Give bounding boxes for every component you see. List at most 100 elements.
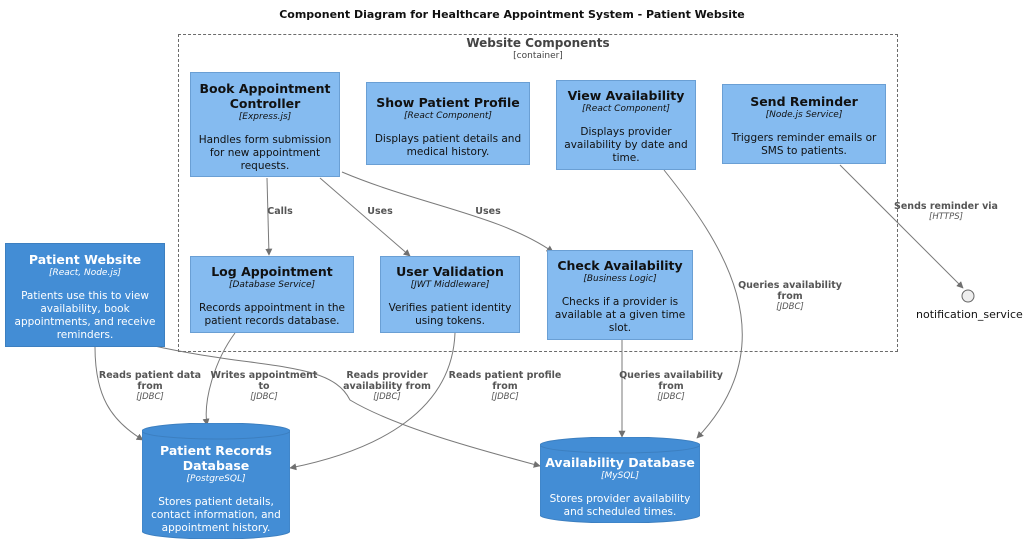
edge-uses-validation [319,177,411,257]
edge-label-reads-patient: Reads patient data from [JDBC] [90,370,210,403]
desc-line: SMS to patients. [761,145,847,157]
edge-label-text: from [658,381,684,392]
component-check-availability[interactable]: Check Availability [Business Logic] Chec… [547,250,693,340]
desc-line: patient records database. [204,315,340,327]
edge-label-tech: [JDBC] [657,392,685,402]
database-availability[interactable]: Availability Database [MySQL] Stores pro… [540,437,700,523]
component-tech: [Node.js Service] [765,110,843,120]
component-name: Send Reminder [750,94,858,109]
container-tech: [React, Node.js] [48,268,122,278]
edge-label-tech: [JDBC] [250,392,278,402]
desc-line: Stores provider availability [549,493,691,505]
desc-line: appointments, and receive [14,316,156,328]
component-tech: [JWT Middleware] [410,280,490,290]
edge-label-text: from [777,291,803,302]
component-book-appointment-controller[interactable]: Book Appointment Controller [Express.js]… [190,72,340,177]
component-name: Show Patient Profile [376,95,520,110]
component-user-validation[interactable]: User Validation [JWT Middleware] Verifie… [380,256,520,333]
container-patient-website[interactable]: Patient Website [React, Node.js] Patient… [5,243,165,347]
desc-line: availability by date and [564,139,688,151]
desc-line: using tokens. [415,315,485,327]
component-name: View Availability [567,88,685,103]
edge-label-text: Reads patient data [98,370,202,381]
edge-label-text: Uses [367,206,393,217]
edge-label-text: from [492,381,518,392]
desc-line: appointment history. [161,522,271,534]
edge-label-tech: [JDBC] [373,392,401,402]
edge-label-text: Reads patient profile [448,370,562,381]
database-cylinder-shape [540,437,700,523]
desc-line: availability, book [40,303,130,315]
desc-line: Records appointment in the [199,302,345,314]
desc-line: Handles form submission [198,134,332,146]
database-patient-records[interactable]: Patient Records Database [PostgreSQL] St… [142,423,290,539]
component-show-patient-profile[interactable]: Show Patient Profile [React Component] D… [366,82,530,165]
edge-label-tech: [HTTPS] [929,212,963,222]
database-name: Patient Records [160,443,272,458]
edge-label-writes-appointment: Writes appointment to [JDBC] [206,370,322,403]
database-name: Availability Database [545,455,695,470]
desc-line: contact information, and [151,509,281,521]
edge-label-text: availability from [343,381,431,392]
database-name: Database [182,458,250,473]
component-name: Log Appointment [211,264,333,279]
database-description: Stores patient details, contact informat… [142,496,290,535]
component-tech: [Express.js] [238,112,292,122]
component-name: Controller [229,96,301,111]
component-description: Checks if a provider is available at a g… [554,296,686,335]
component-description: Displays provider availability by date a… [563,126,689,165]
desc-line: medical history. [406,146,490,158]
desc-line: and scheduled times. [563,506,677,518]
container-description: Patients use this to view availability, … [12,290,158,342]
boundary-title: Website Components [466,36,610,50]
desc-line: reminders. [56,329,114,341]
edge-label-calls: Calls [258,206,302,217]
edge-label-reads-provider: Reads provider availability from [JDBC] [332,370,442,403]
desc-line: Displays provider [580,126,672,138]
website-components-boundary [178,34,898,352]
edge-reads-patient [94,346,144,441]
component-description: Verifies patient identity using tokens. [387,302,513,328]
component-log-appointment[interactable]: Log Appointment [Database Service] Recor… [190,256,354,333]
edge-label-text: Queries availability [738,280,842,291]
edge-label-tech: [JDBC] [491,392,519,402]
notification-service-label: notification_service [916,308,1023,321]
edge-writes-appointment [202,332,236,426]
component-description: Triggers reminder emails or SMS to patie… [729,132,879,158]
desc-line: Stores patient details, [158,496,274,508]
boundary-type: [container] [513,51,563,61]
desc-line: for new appointment [209,147,321,159]
edge-label-uses: Uses [466,206,510,217]
edge-label-text: to [258,381,270,392]
component-tech: [React Component] [404,111,492,121]
component-tech: [Business Logic] [583,274,657,284]
desc-line: Verifies patient identity [388,302,512,314]
diagram-title: Component Diagram for Healthcare Appoint… [279,8,745,21]
component-description: Records appointment in the patient recor… [197,302,347,328]
component-tech: [React Component] [582,104,670,114]
component-send-reminder[interactable]: Send Reminder [Node.js Service] Triggers… [722,84,886,164]
edge-label-text: Sends reminder via [894,201,998,212]
edge-label-reads-profile: Reads patient profile from [JDBC] [444,370,566,403]
edge-label-tech: [JDBC] [136,392,164,402]
desc-line: requests. [240,160,290,172]
notification-service-node-icon [961,289,975,303]
desc-line: available at a given time [554,309,686,321]
edge-reads-provider [149,344,541,468]
component-tech: [Database Service] [228,280,316,290]
desc-line: Patients use this to view [21,290,149,302]
component-view-availability[interactable]: View Availability [React Component] Disp… [556,80,696,170]
desc-line: Displays patient details and [374,133,522,145]
database-description: Stores provider availability and schedul… [540,493,700,519]
edge-label-text: Reads provider [346,370,428,381]
desc-line: Triggers reminder emails or [731,132,877,144]
edge-label-queries-view: Queries availability from [JDBC] [730,280,850,313]
component-name: Check Availability [557,258,683,273]
edge-reads-profile [289,332,456,471]
edge-queries-view [663,169,743,439]
component-description: Handles form submission for new appointm… [197,134,333,173]
component-name: User Validation [396,264,504,279]
edge-label-uses: Uses [358,206,402,217]
edge-label-text: Queries availability [619,370,723,381]
